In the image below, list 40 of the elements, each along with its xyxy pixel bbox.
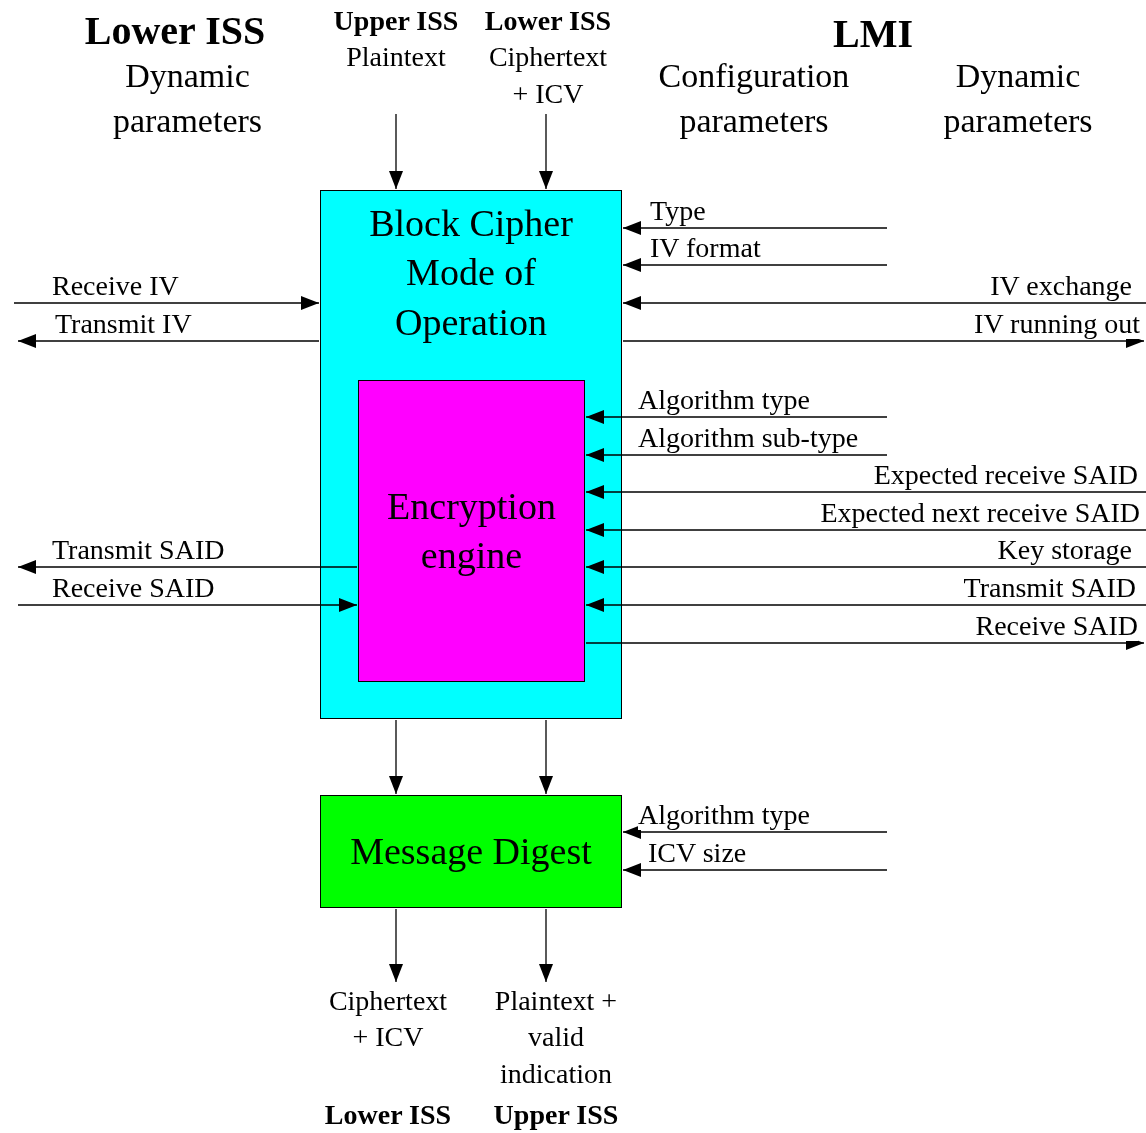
signal-arrow (17, 598, 358, 612)
signal-arrow (17, 334, 320, 348)
signal-arrow (622, 825, 888, 839)
signal-arrow (622, 221, 888, 235)
signal-label: Plaintext + valid indication (493, 984, 619, 1091)
process-box (358, 380, 585, 682)
signal-arrow (585, 598, 1146, 612)
arrow (389, 719, 403, 795)
signal-label: Ciphertext + ICV (487, 40, 609, 111)
signal-arrow (585, 523, 1146, 537)
process-box (320, 190, 622, 719)
interface-heading: Upper ISS (493, 1097, 619, 1132)
signal-arrow (585, 410, 888, 424)
arrow (539, 113, 553, 190)
signal-arrow (585, 560, 1146, 574)
signal-arrow (622, 258, 888, 272)
interface-heading: Lower ISS (484, 4, 612, 38)
interface-heading: Upper ISS (333, 4, 459, 38)
group-label: Dynamic parameters (111, 56, 264, 141)
signal-label: Ciphertext + ICV (327, 984, 449, 1055)
signal-arrow (622, 296, 1146, 310)
group-label: Dynamic parameters (942, 56, 1094, 141)
signal-arrow (17, 560, 358, 574)
interface-heading: Lower ISS (324, 1097, 452, 1132)
signal-arrow (585, 448, 888, 462)
arrow (539, 719, 553, 795)
signal-arrow (585, 485, 1146, 499)
signal-arrow (622, 863, 888, 877)
box-title: Encryption engine (386, 483, 557, 578)
box-title: Block Cipher Mode of Operation (368, 201, 574, 345)
process-box (320, 795, 622, 908)
signal-label: Plaintext (346, 40, 446, 75)
box-title: Message Digest (350, 828, 592, 874)
arrow (389, 113, 403, 190)
signal-arrow (13, 296, 320, 310)
arrow (539, 908, 553, 983)
arrow (389, 908, 403, 983)
group-label: Configuration parameters (657, 56, 851, 141)
section-heading: LMI (832, 10, 914, 58)
section-heading: Lower ISS (83, 7, 267, 55)
